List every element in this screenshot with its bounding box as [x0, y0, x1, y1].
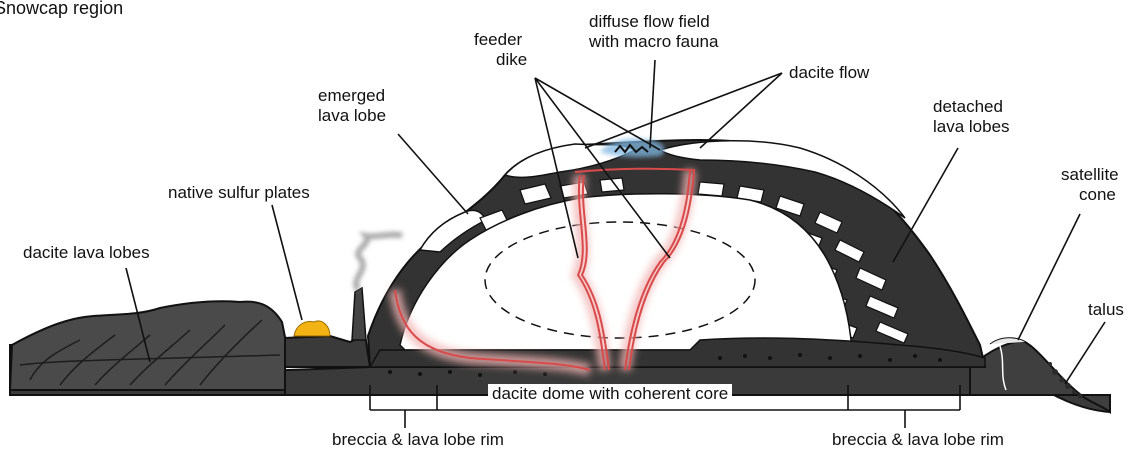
label-breccia-left: breccia & lava lobe rim: [332, 430, 504, 450]
label-dacite-lava-lobes: dacite lava lobes: [23, 243, 150, 263]
label-dome-core: dacite dome with coherent core: [488, 384, 732, 404]
label-satellite-cone: satellite cone: [1061, 165, 1119, 205]
label-satellite-line2: cone: [1061, 185, 1119, 205]
label-feeder-dike: feeder dike: [474, 30, 527, 70]
label-diffuse-line1: diffuse flow field: [589, 12, 718, 32]
label-talus: talus: [1088, 300, 1124, 320]
label-native-sulfur-plates: native sulfur plates: [168, 183, 310, 203]
label-diffuse-line2: with macro fauna: [589, 32, 718, 52]
diagram-title: Snowcap region: [0, 0, 123, 18]
label-diffuse-flow-field: diffuse flow field with macro fauna: [589, 12, 718, 52]
label-detached-line1: detached: [933, 97, 1010, 117]
label-detached-lava-lobes: detached lava lobes: [933, 97, 1010, 137]
label-emerged-line1: emerged: [318, 86, 386, 106]
chimney: [352, 288, 366, 340]
dacite-lava-lobes-pile: [10, 301, 285, 390]
label-emerged-lava-lobe: emerged lava lobe: [318, 86, 386, 126]
label-satellite-line1: satellite: [1061, 165, 1119, 185]
label-feeder-line1: feeder: [474, 30, 527, 50]
label-detached-line2: lava lobes: [933, 117, 1010, 137]
label-breccia-right: breccia & lava lobe rim: [832, 430, 1004, 450]
label-dacite-flow: dacite flow: [789, 63, 869, 83]
sulfur-plates: [294, 321, 330, 336]
label-feeder-line2: dike: [474, 50, 527, 70]
label-emerged-line2: lava lobe: [318, 106, 386, 126]
